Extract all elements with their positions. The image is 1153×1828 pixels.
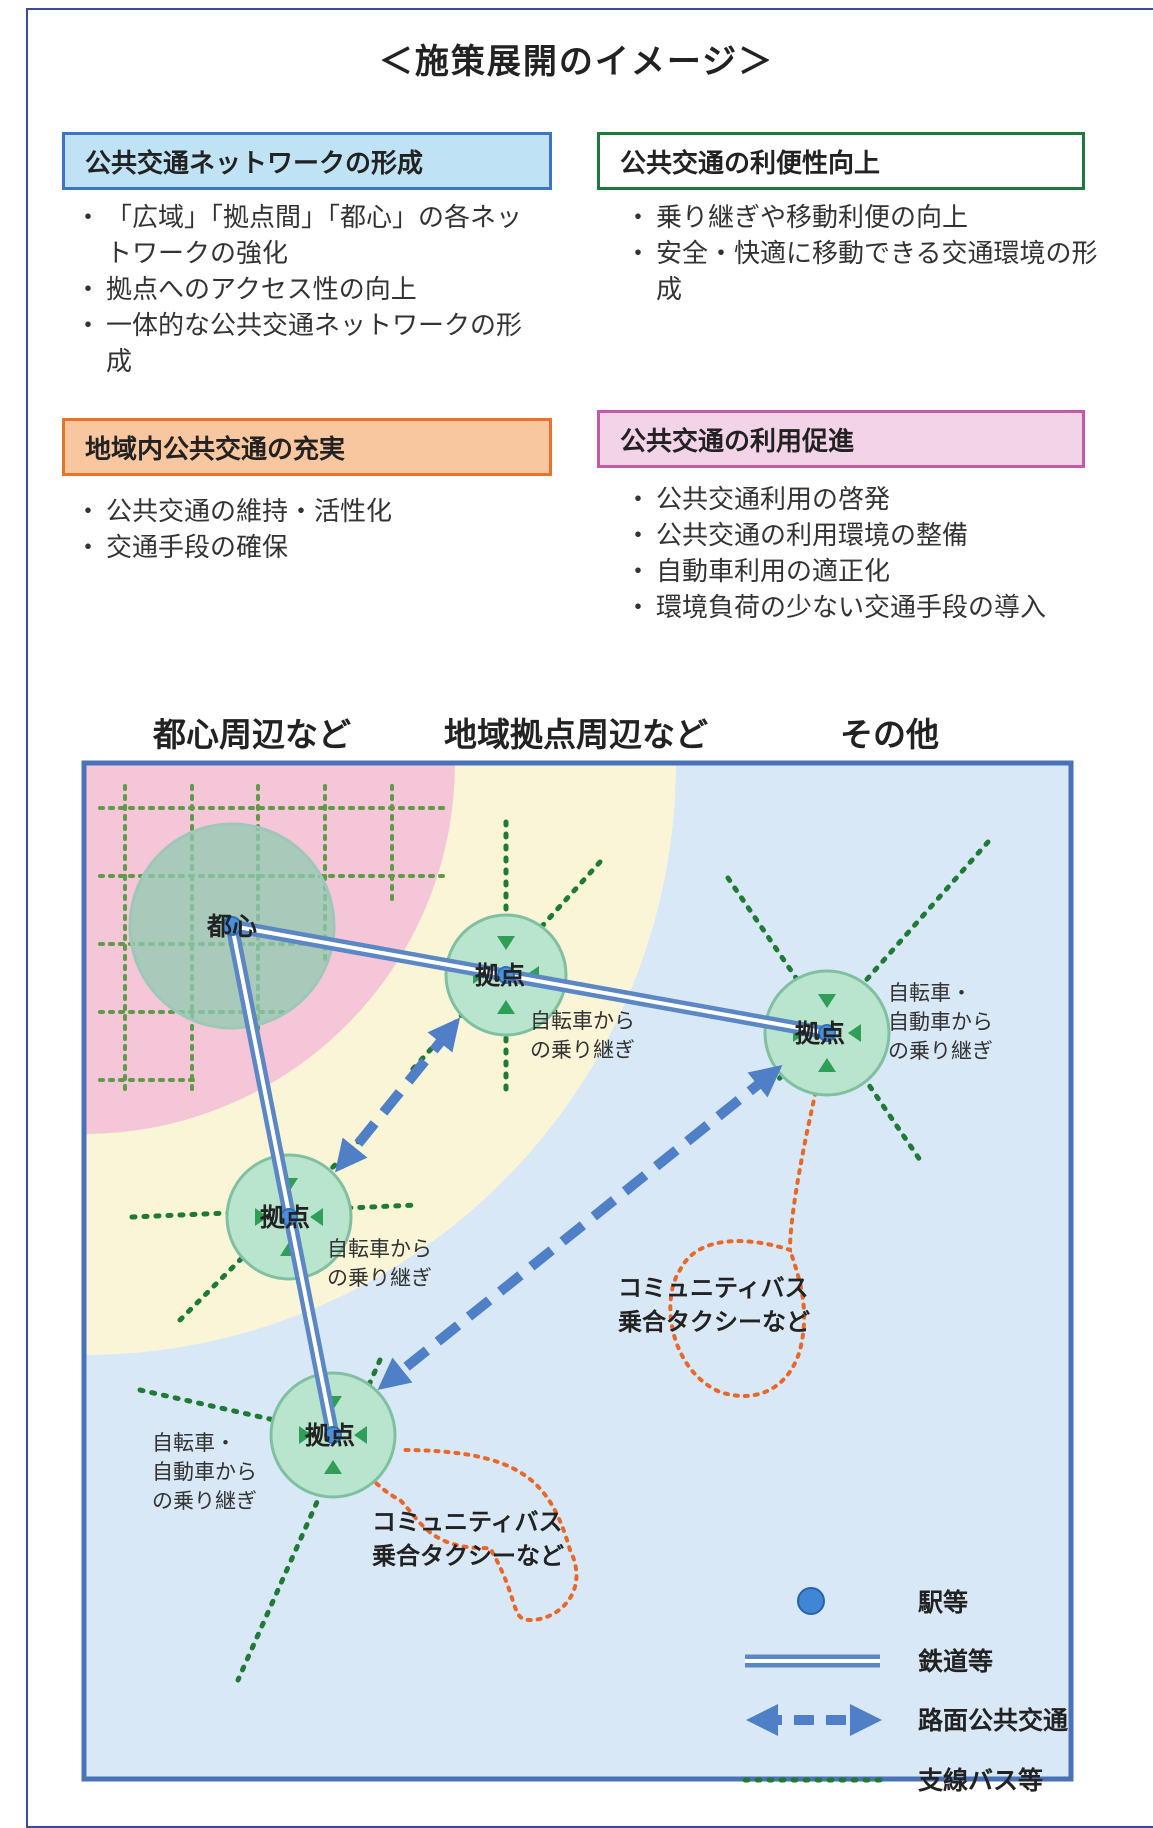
transfer-note: 自転車・ 自動車から の乗り継ぎ: [888, 981, 1000, 1063]
kyoten-label: 拠点: [305, 1421, 355, 1450]
bullet-item: 公共交通利用の啓発: [620, 482, 1130, 518]
community-bus-note: コミュニティバス 乗合タクシーなど: [618, 1274, 817, 1336]
category-label: 公共交通ネットワークの形成: [85, 148, 424, 179]
bullet-item: 一体的な公共交通ネットワークの形成: [70, 308, 540, 380]
toshin-label: 都心: [206, 912, 257, 941]
kyoten-label: 拠点: [260, 1203, 310, 1232]
category-box-local: 地域内公共交通の充実: [62, 418, 552, 476]
bullet-item: 環境負荷の少ない交通手段の導入: [620, 590, 1130, 626]
category-label: 公共交通の利用促進: [620, 426, 855, 457]
community-bus-routes: [338, 1080, 820, 1623]
bullet-item: 公共交通の利用環境の整備: [620, 518, 1130, 554]
bullet-item: 公共交通の維持・活性化: [70, 494, 540, 530]
kyoten-label: 拠点: [475, 961, 525, 990]
bullet-item: 自動車利用の適正化: [620, 554, 1130, 590]
category-bullets-convenience: 乗り継ぎや移動利便の向上 安全・快適に移動できる交通環境の形成: [620, 200, 1100, 308]
category-box-convenience: 公共交通の利便性向上: [597, 132, 1085, 190]
zone-label-center: 都心周辺など: [153, 715, 351, 754]
bullet-item: 乗り継ぎや移動利便の向上: [620, 200, 1100, 236]
page-title: ＜施策展開のイメージ＞: [378, 42, 775, 82]
bullet-item: 拠点へのアクセス性の向上: [70, 272, 540, 308]
transfer-note: 自転車から の乗り継ぎ: [327, 1237, 439, 1290]
category-bullets-promotion: 公共交通利用の啓発 公共交通の利用環境の整備 自動車利用の適正化 環境負荷の少な…: [620, 482, 1130, 626]
kyoten-label: 拠点: [795, 1019, 845, 1048]
category-bullets-network: 「広域」「拠点間」「都心」の各ネットワークの強化 拠点へのアクセス性の向上 一体…: [70, 200, 540, 380]
category-box-promotion: 公共交通の利用促進: [597, 410, 1085, 468]
legend-feeder-bus-label: 支線バス等: [918, 1766, 1043, 1795]
category-label: 公共交通の利便性向上: [620, 148, 881, 179]
station-legend-icon: [797, 1587, 825, 1615]
legend: 駅等 鉄道等 路面公共交通 支線バス等: [742, 1587, 1068, 1795]
diagram-outline: [81, 760, 1074, 1782]
category-bullets-local: 公共交通の維持・活性化 交通手段の確保: [70, 494, 540, 566]
zone-label-other: その他: [840, 715, 939, 754]
legend-road-transit-label: 路面公共交通: [918, 1706, 1068, 1735]
bullet-item: 「広域」「拠点間」「都心」の各ネットワークの強化: [70, 200, 540, 272]
bullet-item: 交通手段の確保: [70, 530, 540, 566]
transfer-note: 自転車から の乗り継ぎ: [530, 1009, 642, 1062]
zone-label-regional: 地域拠点周辺など: [444, 715, 708, 754]
transfer-note: 自転車・ 自動車から の乗り継ぎ: [152, 1431, 264, 1513]
category-box-network: 公共交通ネットワークの形成: [62, 132, 552, 190]
railway-lines: [225, 919, 829, 1437]
stations: [222, 916, 836, 1444]
category-label: 地域内公共交通の充実: [85, 434, 346, 465]
legend-railway-label: 鉄道等: [918, 1647, 993, 1676]
bullet-item: 安全・快適に移動できる交通環境の形成: [620, 236, 1100, 308]
legend-station-label: 駅等: [918, 1588, 968, 1617]
road-transit-arrows: [334, 1017, 783, 1391]
community-bus-note: コミュニティバス 乗合タクシーなど: [372, 1508, 571, 1570]
